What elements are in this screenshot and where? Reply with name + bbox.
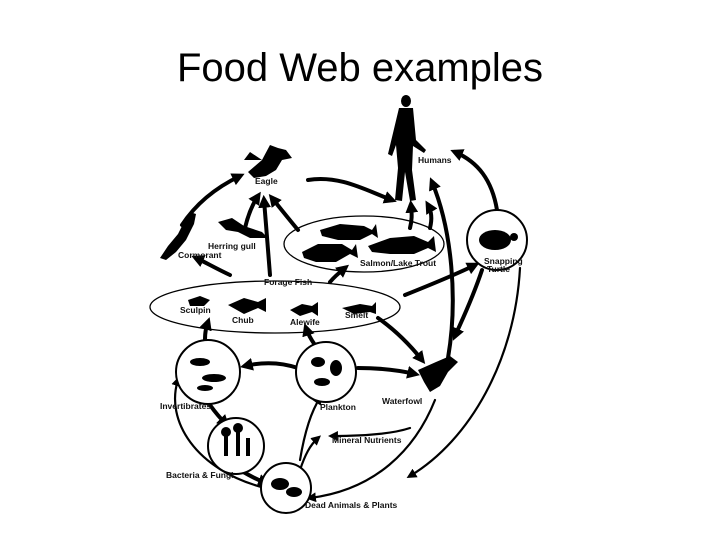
dead-animals-plants-figure <box>271 478 302 497</box>
label-invertibrates: Invertibrates <box>160 401 211 411</box>
label-bacteria-fungi: Bacteria & Fungi <box>166 470 234 480</box>
arrow-invert-to-forage <box>199 317 212 342</box>
arrow-plankton-to-invert <box>240 358 300 371</box>
label-waterfowl: Waterfowl <box>382 396 422 406</box>
arrow-forage-to-cormorant <box>191 255 232 277</box>
label-herring-gull: Herring gull <box>208 241 256 251</box>
arrow-gull-to-eagle <box>243 191 261 230</box>
arrow-trout-to-humans <box>405 199 419 230</box>
label-snapping: Snapping <box>484 256 523 266</box>
forage-fish-group-outline <box>149 280 401 334</box>
label-salmon-lake-trout: Salmon/Lake Trout <box>360 258 436 268</box>
plankton-circle <box>295 341 357 403</box>
plankton-figure <box>311 357 342 386</box>
smelt-figure <box>342 302 376 314</box>
arrow-waterfowl-to-dead <box>306 398 437 503</box>
label-sculpin: Sculpin <box>180 305 211 315</box>
label-eagle: Eagle <box>255 176 278 186</box>
arrow-forage-to-waterfowl <box>376 316 426 364</box>
snapping-turtle-figure <box>479 230 511 250</box>
arrow-eagle-to-humans <box>306 177 397 204</box>
salmon-figure <box>320 224 378 240</box>
label-alewife: Alewife <box>290 317 320 327</box>
label-forage-fish: Forage Fish <box>264 277 312 287</box>
arrow-forage-to-trout <box>328 264 349 284</box>
arrow-mineral-to-plankton <box>298 394 323 462</box>
herring-gull-figure <box>218 218 268 238</box>
arrow-plankton-to-forage <box>302 323 317 347</box>
arrow-trout-to-eagle <box>268 194 300 232</box>
invertibrates-circle <box>175 339 241 405</box>
arrow-trout-to-humans-b <box>425 200 438 230</box>
label-mineral-nutrients: Mineral Nutrients <box>332 435 402 445</box>
arrow-turtle-to-waterfowl-area <box>452 268 484 341</box>
label-humans: Humans <box>418 155 452 165</box>
waterfowl-figure <box>418 356 458 392</box>
invertibrates-figure <box>190 358 226 391</box>
arrow-humans-to-dead <box>406 266 522 479</box>
alewife-figure <box>290 302 318 316</box>
arrow-forage-to-turtle <box>403 262 480 297</box>
arrow-mineral-lead <box>328 426 412 441</box>
label-cormorant: Cormorant <box>178 250 222 260</box>
label-turtle: Turtle <box>487 264 510 274</box>
arrow-forage-to-eagle <box>258 194 272 277</box>
arrow-dead-to-mineral <box>298 435 321 472</box>
arrow-dead-to-invert <box>171 376 267 490</box>
label-smelt: Smelt <box>345 310 368 320</box>
bacteria-fungi-figure <box>221 423 250 456</box>
salmon-trout-group-outline <box>283 215 445 273</box>
arrow-plankton-to-waterfowl <box>356 366 420 379</box>
label-dead-animals-plants: Dead Animals & Plants <box>305 500 398 510</box>
label-chub: Chub <box>232 315 254 325</box>
eagle-figure <box>244 145 292 178</box>
label-plankton: Plankton <box>320 402 356 412</box>
chub-figure <box>228 298 266 314</box>
human-figure <box>388 95 426 201</box>
trout-small-figure <box>302 244 358 262</box>
arrow-turtle-to-humans <box>450 149 499 212</box>
lake-trout-figure <box>368 236 436 254</box>
cormorant-figure <box>160 212 196 260</box>
sculpin-figure <box>188 296 210 306</box>
slide-title: Food Web examples <box>176 46 544 90</box>
arrow-waterfowl-to-humans <box>429 177 455 360</box>
